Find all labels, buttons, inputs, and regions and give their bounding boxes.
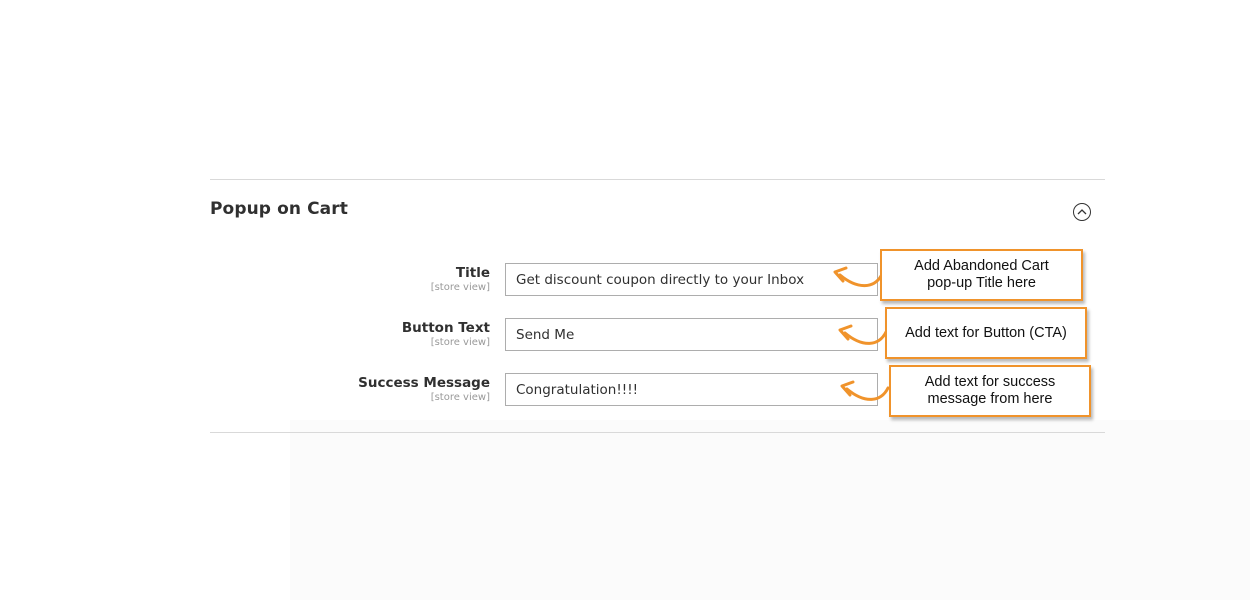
button-text-label: Button Text	[401, 320, 490, 336]
section-title[interactable]: Popup on Cart	[210, 199, 348, 219]
button-text-callout: Add text for Button (CTA)	[885, 307, 1087, 359]
success-message-callout: Add text for success message from here	[889, 365, 1091, 417]
button-text-scope: [store view]	[430, 337, 490, 348]
callout-line: message from here	[927, 391, 1053, 407]
callout-line: Add text for Button (CTA)	[905, 324, 1067, 341]
callout-line: Add text for success	[924, 374, 1056, 390]
chevron-up-icon	[1077, 209, 1087, 215]
section-bottom-divider	[210, 432, 1105, 433]
curved-arrow-icon	[840, 380, 890, 401]
curved-arrow-icon	[833, 266, 883, 288]
title-label: Title	[455, 265, 490, 281]
collapse-section-button[interactable]	[1073, 203, 1091, 221]
success-message-scope: [store view]	[430, 392, 490, 403]
button-text-input[interactable]	[505, 318, 878, 351]
curved-arrow-icon	[838, 324, 888, 345]
title-scope: [store view]	[430, 282, 490, 293]
title-input[interactable]	[505, 263, 878, 296]
section-top-divider	[210, 179, 1105, 180]
title-callout: Add Abandoned Cart pop-up Title here	[880, 249, 1083, 301]
background-shade	[290, 420, 1250, 600]
callout-line: Add Abandoned Cart	[914, 258, 1049, 274]
callout-line: pop-up Title here	[927, 275, 1036, 291]
success-message-label: Success Message	[358, 375, 490, 391]
success-message-input[interactable]	[505, 373, 878, 406]
